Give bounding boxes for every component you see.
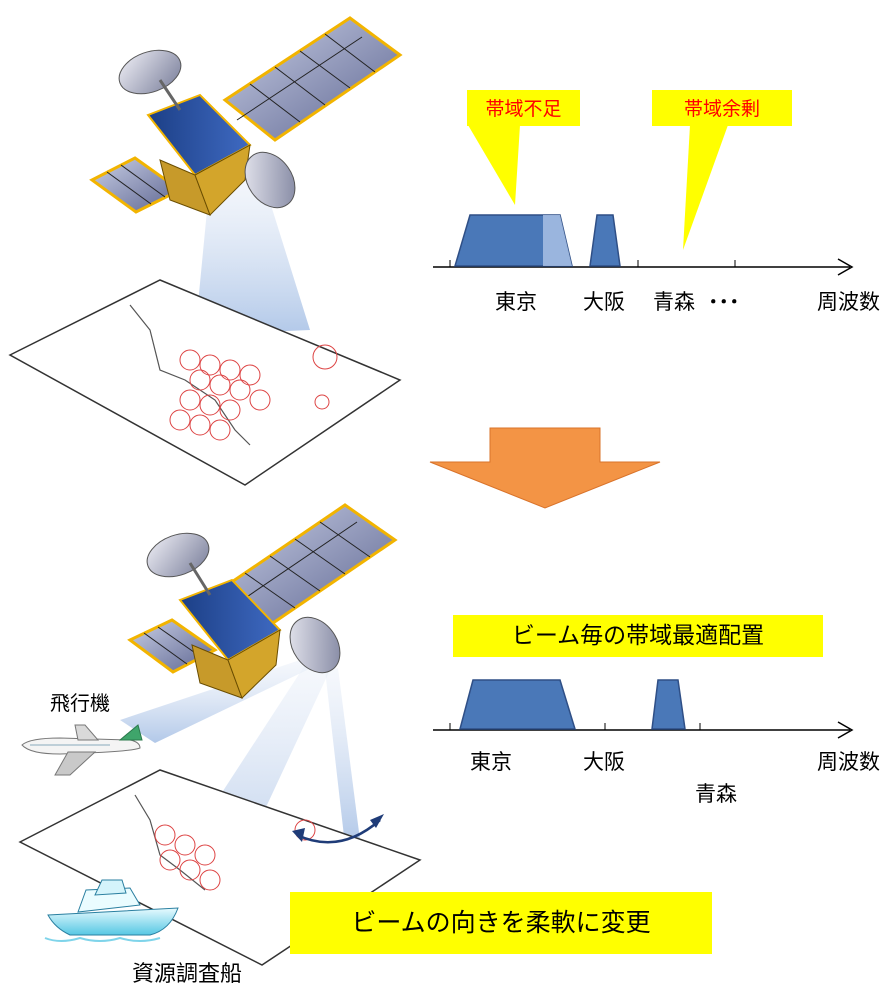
map-top — [8, 279, 402, 486]
callout-pointer-shortage — [468, 125, 520, 205]
beam-airplane — [120, 660, 328, 743]
callout-surplus-text: 帯域余剰 — [683, 98, 760, 120]
band-tokyo-bottom — [459, 679, 577, 730]
axis-label-osaka-top: 大阪 — [583, 290, 625, 314]
callout-pointer-surplus — [683, 125, 728, 250]
satellite-top — [89, 16, 403, 335]
airplane-icon — [21, 724, 143, 776]
axis-label-osaka-bottom: 大阪 — [583, 750, 625, 774]
transition-arrow — [429, 427, 661, 509]
beam-steerable — [325, 668, 360, 845]
antenna-dish-small-bottom — [289, 616, 341, 674]
axis-label-dots-top: ･･･ — [708, 290, 740, 314]
band-overflow-top — [543, 215, 572, 266]
banner-optimal-allocation: ビーム毎の帯域最適配置 — [453, 615, 823, 657]
banner-flexible-beam: ビームの向きを柔軟に変更 — [290, 892, 712, 954]
antenna-dish-bottom — [146, 532, 210, 578]
antenna-dish-top — [118, 49, 182, 95]
ship-label: 資源調査船 — [132, 962, 243, 987]
band-osaka-bottom — [651, 679, 686, 730]
airplane-label: 飛行機 — [50, 691, 110, 715]
axis-label-tokyo-bottom: 東京 — [470, 750, 512, 774]
band-osaka-top — [589, 214, 621, 267]
frequency-axis-bottom — [433, 721, 854, 739]
callout-shortage-text: 帯域不足 — [485, 98, 562, 120]
antenna-dish-small-top — [244, 151, 296, 209]
axis-label-aomori-top: 青森 — [653, 290, 695, 314]
axis-label-aomori-bottom: 青森 — [695, 782, 737, 806]
beam-steering-arrow — [296, 819, 381, 844]
axis-label-frequency-bottom: 周波数 — [817, 750, 880, 774]
callout-bandwidth-surplus: 帯域余剰 — [652, 90, 792, 126]
callout-bandwidth-shortage: 帯域不足 — [467, 90, 580, 126]
ship-icon — [44, 879, 179, 942]
beam-top — [195, 170, 310, 335]
axis-label-tokyo-top: 東京 — [495, 290, 537, 314]
axis-label-frequency-top: 周波数 — [817, 290, 880, 314]
solar-panel-large-top — [222, 16, 403, 142]
